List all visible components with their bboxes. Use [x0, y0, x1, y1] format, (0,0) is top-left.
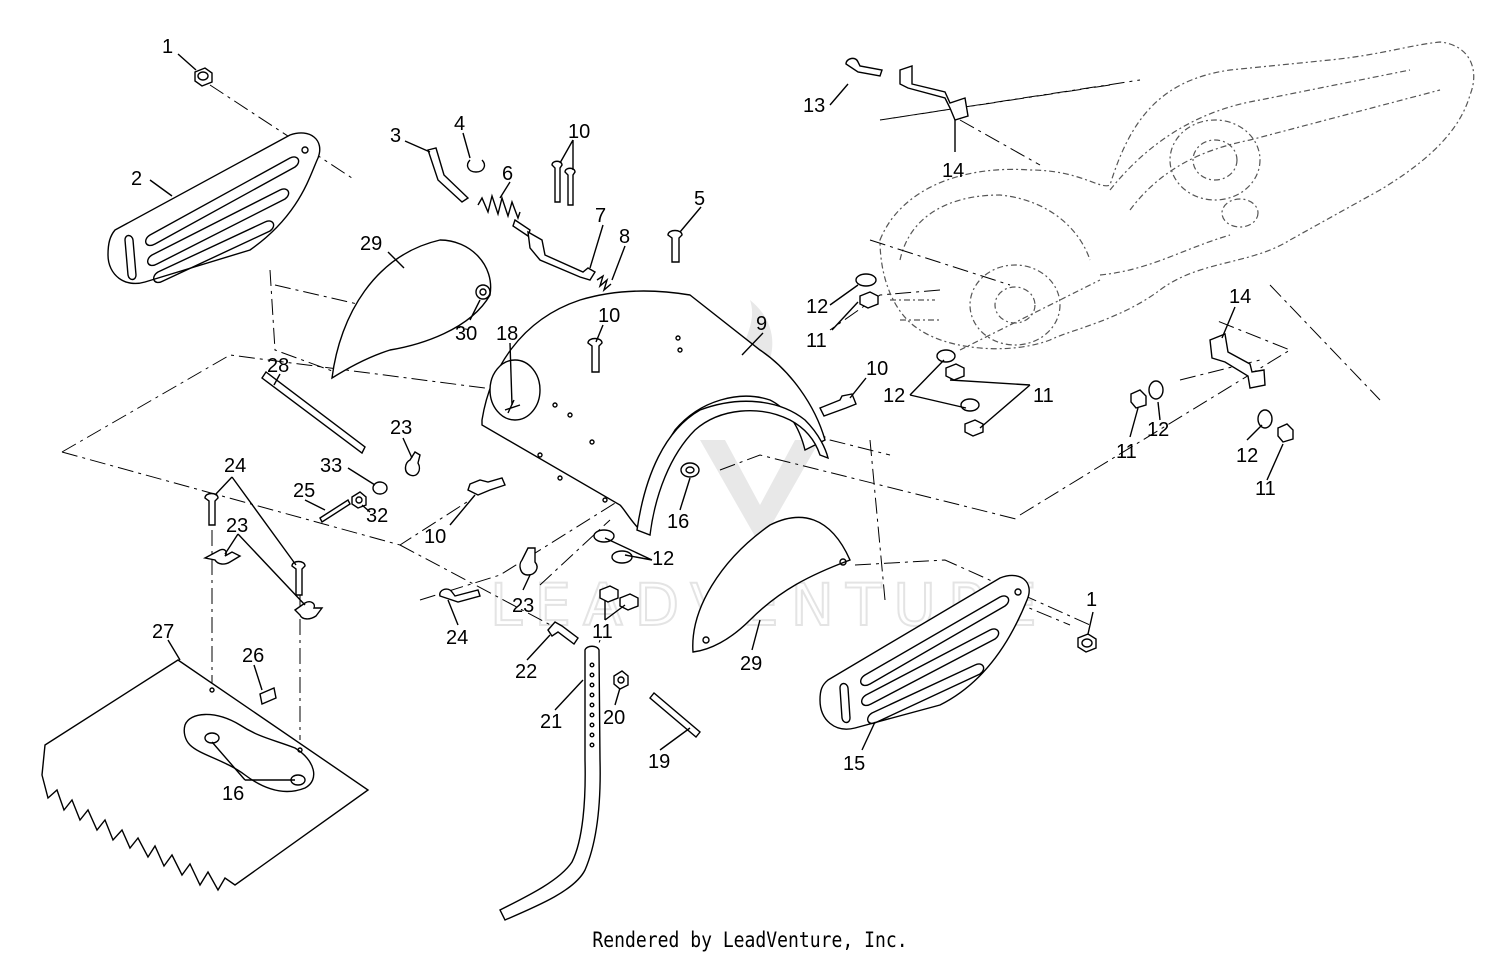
part-10-bolt-center — [587, 337, 603, 373]
part-10-bolt-lower — [467, 477, 506, 496]
transmission-housing — [879, 41, 1475, 351]
part-20-nut — [613, 670, 629, 690]
callout-12-edge: 12 — [1236, 445, 1258, 467]
callout-10-right: 10 — [866, 358, 888, 380]
callout-32: 32 — [366, 505, 388, 527]
part-24-bolts-left — [204, 492, 306, 596]
part-12-washers-center — [593, 529, 633, 564]
callout-1-right: 1 — [1086, 589, 1097, 611]
callout-24-left: 24 — [224, 455, 246, 477]
callout-10-lower: 10 — [424, 526, 446, 548]
callout-12-middle: 12 — [883, 385, 905, 407]
callout-7: 7 — [595, 205, 606, 227]
callout-11-middle: 11 — [1033, 385, 1054, 407]
part-14-bracket-right — [1209, 333, 1266, 389]
left-side-panel — [107, 132, 321, 285]
part-13-bolt — [845, 57, 883, 77]
part-26-label — [259, 687, 277, 705]
callout-23-left: 23 — [226, 515, 248, 537]
callout-22: 22 — [515, 661, 537, 683]
callout-10-center: 10 — [598, 305, 620, 327]
callout-25: 25 — [293, 480, 315, 502]
callout-5: 5 — [694, 188, 705, 210]
callout-13: 13 — [803, 95, 825, 117]
part-11-nuts-center — [599, 585, 639, 611]
part-23-clamp-lower — [519, 547, 538, 576]
callout-2: 2 — [131, 168, 142, 190]
callout-11-far-right: 11 — [1116, 441, 1137, 463]
part-19-pin — [649, 692, 701, 738]
part-12-washers-right — [855, 273, 1273, 429]
part-21-depth-bar — [499, 645, 601, 921]
callout-10-top: 10 — [568, 121, 590, 143]
callout-14-right: 14 — [1229, 286, 1251, 308]
part-1-nut-right — [1077, 633, 1097, 653]
part-1-nut-left — [194, 67, 213, 87]
part-10-bolts-top — [551, 160, 576, 206]
part-25-pin — [319, 498, 351, 524]
callout-21: 21 — [540, 711, 562, 733]
part-32-nut — [351, 491, 367, 509]
callout-20: 20 — [603, 707, 625, 729]
part-4-clip — [466, 159, 486, 173]
callout-1-top: 1 — [162, 36, 173, 58]
callout-18: 18 — [496, 323, 518, 345]
callout-12-center: 12 — [652, 548, 674, 570]
part-22-bolt — [547, 621, 579, 646]
part-16-bushing-center — [680, 462, 700, 478]
part-5-bolt — [667, 229, 683, 263]
part-27-drag-shield — [41, 659, 370, 892]
callout-27: 27 — [152, 621, 174, 643]
callout-29-upper: 29 — [360, 233, 382, 255]
callout-12-far-right: 12 — [1147, 419, 1169, 441]
part-29-shield-upper — [331, 239, 492, 380]
callout-9: 9 — [756, 313, 767, 335]
part-33-washer — [372, 481, 388, 495]
part-3-rod — [427, 147, 470, 203]
callout-labels: 1 2 3 4 10 6 7 8 5 29 30 18 10 9 28 23 3… — [131, 36, 1276, 805]
callout-11-edge: 11 — [1255, 478, 1276, 500]
leader-lines — [149, 53, 1284, 781]
right-side-panel — [819, 574, 1030, 730]
callout-11-right: 11 — [806, 330, 827, 352]
callout-30: 30 — [455, 323, 477, 345]
part-23-clamp-upper — [404, 451, 421, 477]
callout-28: 28 — [267, 355, 289, 377]
part-14-bracket-top — [899, 65, 969, 121]
callout-26: 26 — [242, 645, 264, 667]
callout-33: 33 — [320, 455, 342, 477]
part-24-bolt-lower — [439, 588, 481, 603]
callout-19: 19 — [648, 751, 670, 773]
callout-3: 3 — [390, 125, 401, 147]
part-6-spring — [477, 193, 531, 238]
callout-23-lower: 23 — [512, 595, 534, 617]
callout-24-lower: 24 — [446, 627, 468, 649]
part-11-nuts-right — [859, 291, 1294, 443]
part-8-spring — [596, 274, 612, 293]
part-29-shield-lower — [692, 516, 851, 653]
callout-8: 8 — [619, 226, 630, 248]
callout-11-center: 11 — [592, 621, 613, 643]
callout-12-right: 12 — [806, 296, 828, 318]
part-23-clamp-left — [202, 548, 324, 620]
part-28-rod — [261, 370, 366, 455]
rendered-by-footer: Rendered by LeadVenture, Inc. — [592, 928, 908, 952]
part-10-bolt-right — [819, 393, 857, 417]
part-7-bracket — [527, 230, 596, 281]
callout-15: 15 — [843, 753, 865, 775]
callout-6: 6 — [502, 163, 513, 185]
assembly-guide-lines — [61, 79, 1381, 740]
part-9-tine-hood — [481, 290, 830, 536]
callout-23-upper: 23 — [390, 417, 412, 439]
callout-16-center: 16 — [667, 511, 689, 533]
callout-4: 4 — [454, 113, 465, 135]
callout-29-lower: 29 — [740, 653, 762, 675]
callout-16-shield: 16 — [222, 783, 244, 805]
callout-14-top: 14 — [942, 160, 964, 182]
